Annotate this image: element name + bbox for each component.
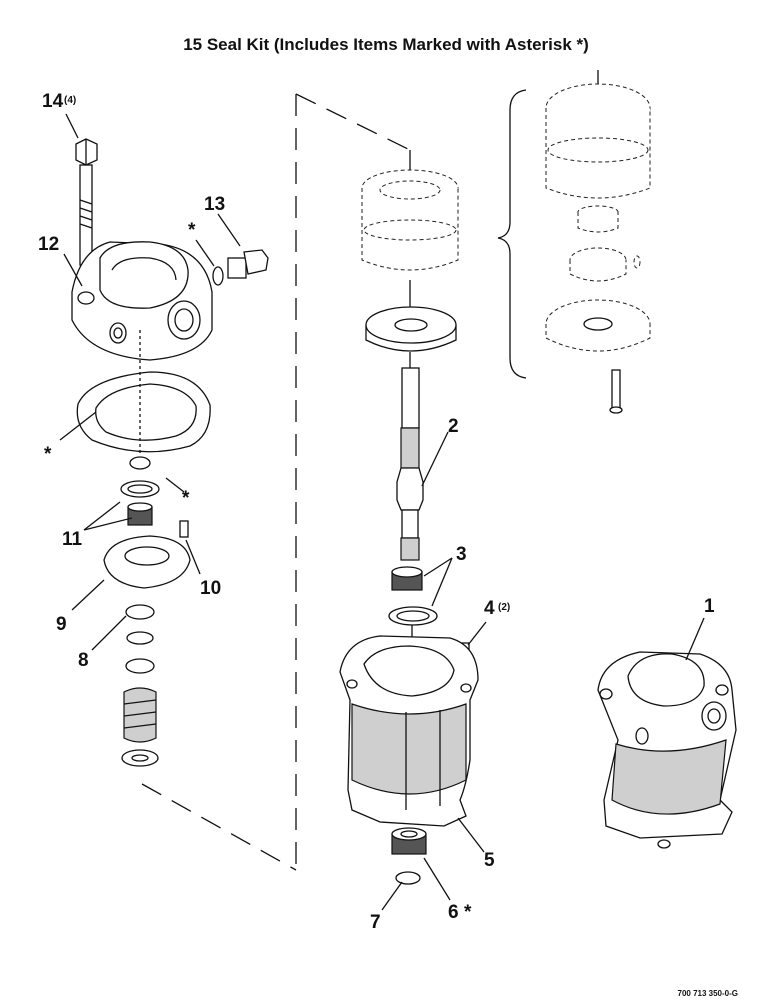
cartridge-kit-exploded	[545, 83, 651, 414]
callout-9: 9	[56, 614, 67, 635]
asterisk-6: *	[464, 902, 472, 923]
callout-13: 13	[204, 194, 225, 215]
lower-bearing-part-6	[391, 827, 427, 855]
cover-part-12	[71, 241, 213, 361]
shaft-part-2	[396, 367, 424, 561]
callout-10: 10	[200, 578, 221, 599]
callout-3: 3	[456, 544, 467, 565]
callout-8: 8	[78, 650, 89, 671]
housing-part-5	[339, 635, 479, 827]
callout-6: 6	[448, 902, 459, 923]
asterisk-gasket: *	[44, 444, 52, 465]
bearing-part-3	[388, 566, 438, 626]
gasket-part	[76, 371, 211, 453]
kit-bracket	[497, 89, 527, 379]
asterisk-13: *	[188, 220, 196, 241]
washer-part	[365, 306, 457, 352]
callout-14: 14	[42, 91, 64, 112]
callout-4-qty: (2)	[498, 602, 510, 613]
assembled-pump-part-1	[597, 651, 737, 849]
seal-stack	[103, 456, 191, 767]
callout-4: 4	[484, 598, 495, 619]
callout-2: 2	[448, 416, 459, 437]
callout-1: 1	[704, 596, 715, 617]
diagram-title: 15 Seal Kit (Includes Items Marked with …	[183, 35, 589, 54]
leader-lines	[59, 113, 705, 911]
snap-ring-part-7	[395, 871, 421, 885]
callout-12: 12	[38, 234, 59, 255]
bolt-part-14	[75, 138, 98, 266]
asterisk-seal: *	[182, 488, 190, 509]
callout-5: 5	[484, 850, 495, 871]
plug-part-13	[212, 249, 269, 286]
callout-14-qty: (4)	[64, 95, 76, 106]
callout-7: 7	[370, 912, 381, 933]
drawing-code: 700 713 350-0-G	[678, 989, 739, 998]
callout-11: 11	[62, 529, 83, 550]
ghost-cartridge	[361, 169, 459, 271]
